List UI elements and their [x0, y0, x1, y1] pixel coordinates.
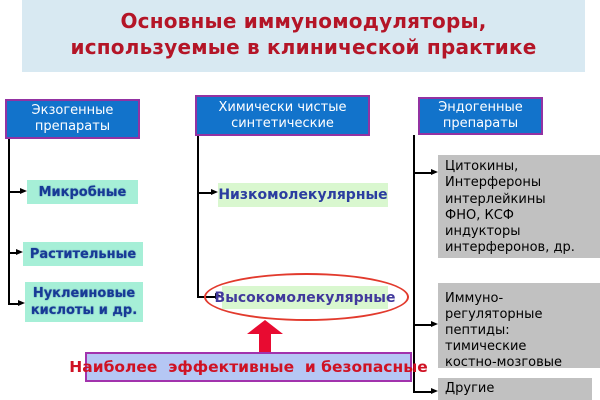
slide-title: Основные иммуномодуляторы, используемые …: [70, 9, 537, 59]
connector-line: [8, 191, 21, 193]
arrow-icon: [16, 249, 23, 255]
title-band: [22, 0, 585, 72]
header-synthetic-drugs: Химически чистые синтетические: [195, 95, 370, 136]
arrow-icon: [431, 321, 438, 327]
header-exogenous-drugs: Экзогенные препараты: [5, 99, 140, 139]
connector-line: [413, 391, 432, 393]
node-immunoregulatory-peptides: Иммуно-регуляторные пептиды: тимические …: [438, 283, 600, 370]
highlight-ellipse: [204, 273, 409, 321]
node-low-molecular: Низкомолекулярные: [218, 183, 388, 207]
connector-line-left: [8, 139, 10, 305]
red-up-arrow-shaft: [259, 333, 271, 353]
arrow-icon: [18, 300, 25, 306]
connector-line: [197, 192, 212, 194]
arrow-icon: [431, 388, 438, 394]
callout-most-effective: Наиболее эффективные и безопасные: [69, 352, 428, 382]
header-endogenous-drugs: Эндогенные препараты: [418, 97, 543, 135]
node-cytokines: Цитокины, Интерфероны интерлейкины ФНО, …: [438, 155, 600, 258]
node-other: Другие: [438, 378, 592, 400]
connector-line-right: [413, 135, 415, 393]
connector-line: [413, 324, 432, 326]
connector-line: [413, 172, 432, 174]
node-plant: Растительные: [23, 242, 143, 266]
arrow-icon: [431, 169, 438, 175]
red-up-arrow-icon: [247, 320, 283, 334]
connector-line: [8, 252, 17, 254]
arrow-icon: [20, 188, 27, 194]
connector-line-center: [197, 136, 199, 298]
arrow-icon: [211, 189, 218, 195]
node-microbial: Микробные: [27, 180, 138, 204]
connector-line: [8, 303, 19, 305]
node-nucleic-acids: Нуклеиновые кислоты и др.: [25, 282, 143, 322]
